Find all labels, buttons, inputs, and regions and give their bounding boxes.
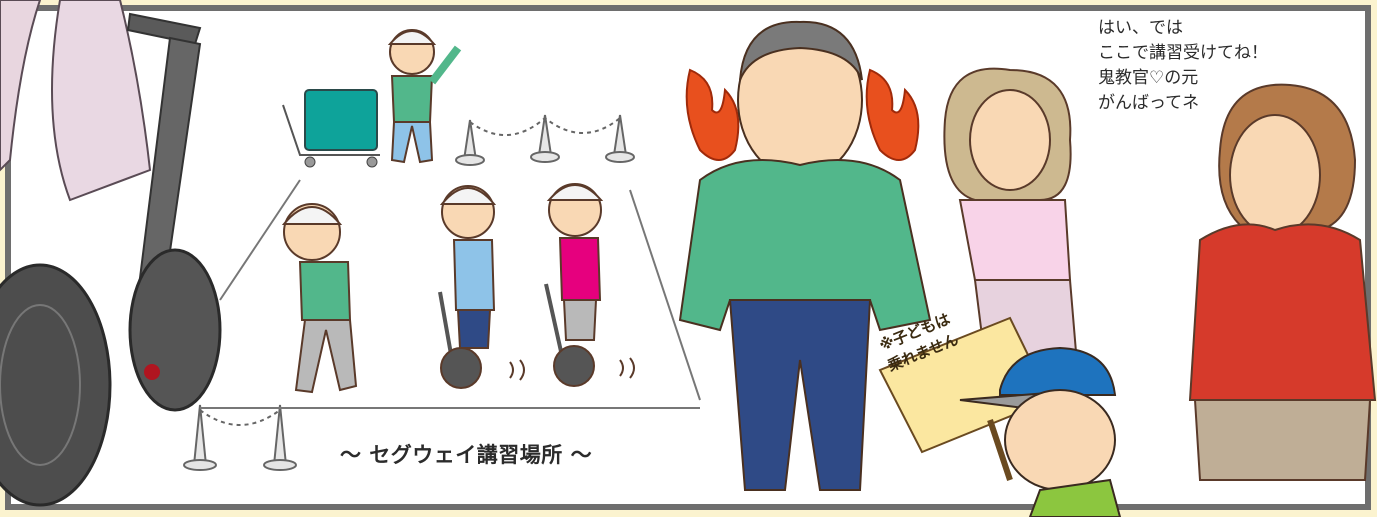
speech-line: がんばってネ	[1098, 93, 1200, 113]
flame-icon	[685, 68, 920, 161]
speech-text: はい、では ここで講習受けてね！ 鬼教官♡の元 がんばってネ	[1098, 16, 1268, 116]
caption-text: 〜 セグウェイ講習場所 〜	[340, 443, 593, 467]
speech-line: はい、では	[1098, 18, 1183, 38]
rope-barrier-icon	[183, 114, 635, 471]
speech-line: ここで講習受けてね！	[1098, 43, 1268, 63]
trainee-segway-pink	[544, 183, 635, 387]
kid-cap	[959, 346, 1122, 517]
instructor	[678, 20, 932, 491]
trainee-walking	[281, 203, 358, 394]
cart-icon	[282, 89, 380, 168]
staff-person	[387, 29, 462, 164]
segway-icon	[0, 0, 222, 507]
speech-line: 鬼教官♡の元	[1098, 68, 1199, 88]
trainee-segway-blue	[438, 185, 525, 389]
woman-red	[1188, 83, 1377, 481]
